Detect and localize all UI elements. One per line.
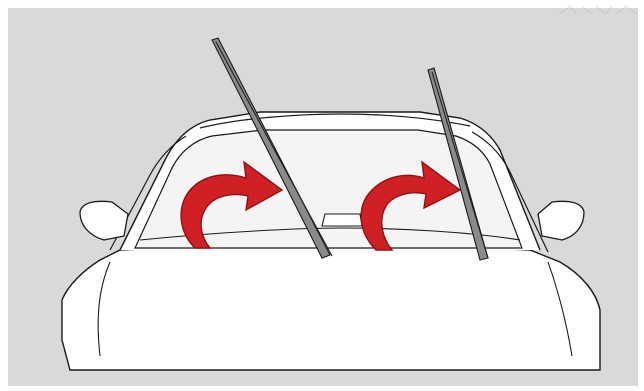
car-hood (62, 245, 600, 370)
rear-view-mirror (322, 214, 362, 226)
